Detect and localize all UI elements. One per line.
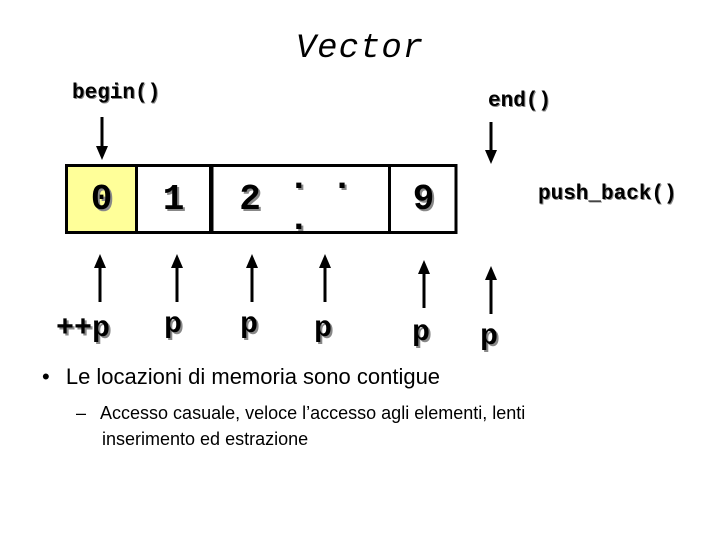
bullet-marker: •	[42, 364, 50, 389]
iterator-arrow-5	[485, 266, 497, 314]
vector-cell-0: 0	[65, 164, 138, 234]
iterator-label-0: ++p	[56, 312, 111, 346]
iterator-arrow-3	[319, 254, 331, 302]
begin-arrow	[96, 117, 108, 160]
sub-bullet-line-1: Accesso casuale, veloce l’accesso agli e…	[100, 403, 526, 423]
iterator-arrow-2	[246, 254, 258, 302]
iterator-arrow-4	[418, 260, 430, 308]
end-label: end()	[488, 90, 552, 113]
iterator-label-4: p	[412, 316, 431, 350]
bullet-main-text: Le locazioni di memoria sono contigue	[65, 364, 441, 389]
bullet-main: • Le locazioni di memoria sono contigue	[42, 364, 440, 390]
iterator-label-1: p	[164, 308, 183, 342]
vector-cell-2: 2	[239, 178, 261, 220]
sub-bullet-line-2: inserimento ed estrazione	[102, 429, 309, 449]
diagram-title: Vector	[295, 30, 425, 68]
iterator-label-3: p	[314, 312, 333, 346]
end-arrow	[485, 122, 497, 164]
push-back-label: push_back()	[538, 183, 677, 206]
sub-bullet-marker: –	[76, 403, 87, 423]
iterator-arrow-0	[94, 254, 106, 302]
begin-label: begin()	[72, 82, 161, 105]
iterator-arrow-1	[171, 254, 183, 302]
iterator-label-2: p	[240, 308, 259, 342]
vector-cell-9: 9	[388, 164, 456, 234]
iterator-label-5: p	[480, 320, 499, 354]
sub-bullet: – Accesso casuale, veloce l’accesso agli…	[76, 401, 525, 425]
